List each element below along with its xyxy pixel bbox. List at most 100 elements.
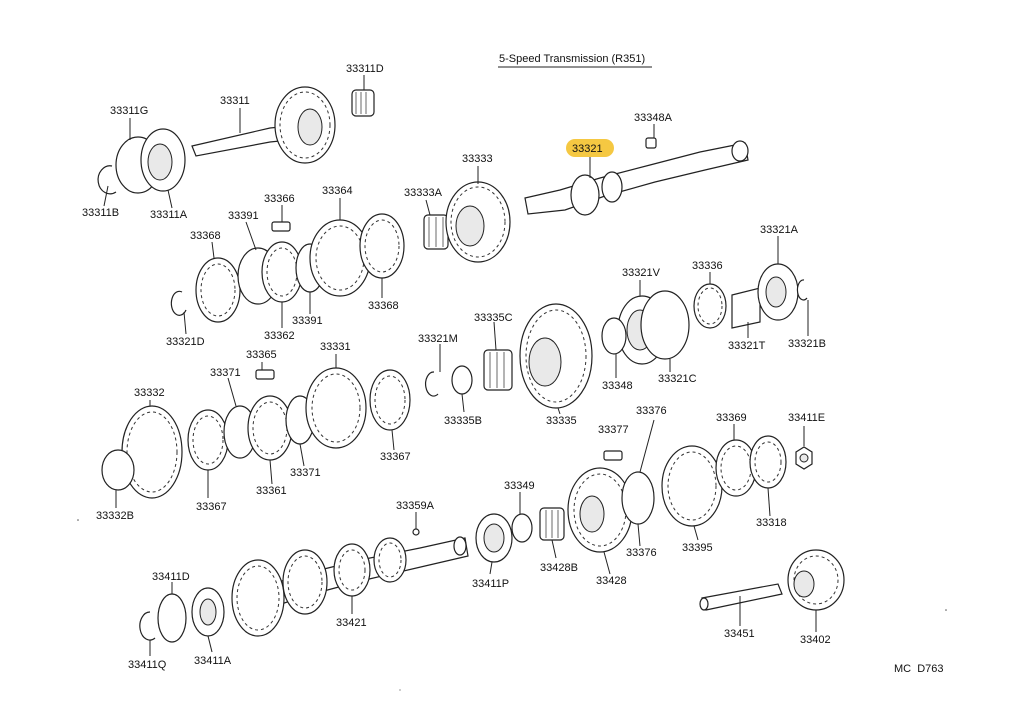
counter-gear-group bbox=[139, 536, 469, 643]
label-33332[interactable]: 33332 bbox=[134, 387, 165, 399]
label-33311G[interactable]: 33311G bbox=[110, 105, 148, 117]
label-33336[interactable]: 33336 bbox=[692, 260, 723, 272]
label-33411P[interactable]: 33411P bbox=[472, 578, 509, 590]
key-33366 bbox=[271, 221, 291, 232]
snap-ring-33311B bbox=[97, 165, 117, 195]
label-33368-a[interactable]: 33368 bbox=[190, 230, 221, 242]
washer-33349 bbox=[511, 513, 533, 543]
ring-33376 bbox=[621, 471, 655, 525]
highlight-33321 bbox=[566, 139, 614, 157]
washer-33348 bbox=[601, 317, 627, 355]
label-33311A[interactable]: 33311A bbox=[150, 209, 188, 221]
leader-lines bbox=[103, 75, 817, 656]
ring-33368-b bbox=[359, 213, 405, 279]
shaft-33451 bbox=[701, 583, 783, 611]
label-33391-a[interactable]: 33391 bbox=[228, 210, 259, 222]
label-33348[interactable]: 33348 bbox=[602, 380, 633, 392]
label-33377[interactable]: 33377 bbox=[598, 424, 629, 436]
ring-33368 bbox=[195, 257, 241, 323]
label-33367-a[interactable]: 33367 bbox=[380, 451, 411, 463]
sleeve-33331 bbox=[305, 367, 367, 449]
label-33366[interactable]: 33366 bbox=[264, 193, 295, 205]
label-33402[interactable]: 33402 bbox=[800, 634, 831, 646]
label-33335B[interactable]: 33335B bbox=[444, 415, 482, 427]
bearing-33335C bbox=[483, 349, 513, 391]
label-33369[interactable]: 33369 bbox=[716, 412, 747, 424]
key-33377 bbox=[603, 450, 623, 461]
bearing-33332B bbox=[101, 449, 135, 491]
hub-33361 bbox=[247, 395, 293, 461]
washer-33335B bbox=[451, 365, 473, 395]
label-33333A[interactable]: 33333A bbox=[404, 187, 443, 199]
label-33333[interactable]: 33333 bbox=[462, 153, 493, 165]
gear-33333-group bbox=[423, 181, 511, 263]
snap-ring-33321D bbox=[170, 290, 187, 316]
sleeve-33395 bbox=[661, 445, 723, 527]
label-33311[interactable]: 33311 bbox=[220, 95, 250, 107]
ring-33367 bbox=[187, 409, 229, 471]
label-33335C[interactable]: 33335C bbox=[474, 312, 513, 324]
label-33321T[interactable]: 33321T bbox=[728, 340, 766, 352]
reverse-idler-group bbox=[699, 549, 845, 611]
ring-33411D bbox=[157, 593, 187, 643]
spacer-33321T bbox=[731, 287, 761, 329]
label-33428B[interactable]: 33428B bbox=[540, 562, 578, 574]
snap-ring-33321B bbox=[796, 279, 808, 301]
label-33349[interactable]: 33349 bbox=[504, 480, 535, 492]
label-33411D[interactable]: 33411D bbox=[152, 571, 190, 583]
label-33321[interactable]: 33321 bbox=[572, 143, 603, 155]
input-shaft-group bbox=[97, 86, 375, 195]
synchro-group-lower bbox=[101, 367, 411, 499]
label-33361[interactable]: 33361 bbox=[256, 485, 287, 497]
label-33311B[interactable]: 33311B bbox=[82, 207, 119, 219]
label-33428[interactable]: 33428 bbox=[596, 575, 627, 587]
ball-33348A bbox=[645, 137, 657, 149]
part-labels: 33311D 33311 33311G 33311B 33311A 33348A… bbox=[82, 63, 831, 671]
label-33395[interactable]: 33395 bbox=[682, 542, 713, 554]
label-33391-b[interactable]: 33391 bbox=[292, 315, 323, 327]
gear-33336 bbox=[693, 283, 727, 329]
label-33451[interactable]: 33451 bbox=[724, 628, 755, 640]
label-33421[interactable]: 33421 bbox=[336, 617, 367, 629]
label-33332B[interactable]: 33332B bbox=[96, 510, 134, 522]
key-33365 bbox=[255, 369, 275, 380]
label-33321C[interactable]: 33321C bbox=[658, 373, 697, 385]
label-33318[interactable]: 33318 bbox=[756, 517, 787, 529]
label-33335[interactable]: 33335 bbox=[546, 415, 577, 427]
label-33376-b[interactable]: 33376 bbox=[626, 547, 657, 559]
label-33348A[interactable]: 33348A bbox=[634, 112, 673, 124]
footer-code: MC D763 bbox=[894, 663, 944, 675]
label-33411Q[interactable]: 33411Q bbox=[128, 659, 167, 671]
label-33321D[interactable]: 33321D bbox=[166, 336, 205, 348]
label-33359A[interactable]: 33359A bbox=[396, 500, 435, 512]
label-33321V[interactable]: 33321V bbox=[622, 267, 661, 279]
gear-33335-group bbox=[424, 303, 593, 409]
ring-33321C bbox=[640, 290, 690, 360]
bearing-33311D bbox=[351, 89, 375, 117]
label-33321A[interactable]: 33321A bbox=[760, 224, 799, 236]
label-33371-b[interactable]: 33371 bbox=[290, 467, 321, 479]
snap-ring-33321M bbox=[424, 371, 439, 397]
label-33376-a[interactable]: 33376 bbox=[636, 405, 667, 417]
label-33371-a[interactable]: 33371 bbox=[210, 367, 241, 379]
reverse-group bbox=[412, 435, 813, 563]
label-33331[interactable]: 33331 bbox=[320, 341, 351, 353]
label-33365[interactable]: 33365 bbox=[246, 349, 277, 361]
ball-33359A bbox=[412, 528, 420, 536]
ring-33367-b bbox=[369, 369, 411, 431]
label-33367-b[interactable]: 33367 bbox=[196, 501, 227, 513]
output-shaft-33321 bbox=[524, 137, 749, 216]
snap-ring-33411Q bbox=[139, 611, 156, 641]
label-33321B[interactable]: 33321B bbox=[788, 338, 826, 350]
label-33411E[interactable]: 33411E bbox=[788, 412, 825, 424]
label-33364[interactable]: 33364 bbox=[322, 185, 353, 197]
output-right-group bbox=[601, 263, 808, 365]
label-33411A[interactable]: 33411A bbox=[194, 655, 232, 667]
label-33311D[interactable]: 33311D bbox=[346, 63, 384, 75]
diagram-title: 5-Speed Transmission (R351) bbox=[499, 53, 645, 65]
label-33368-b[interactable]: 33368 bbox=[368, 300, 399, 312]
label-33321M[interactable]: 33321M bbox=[418, 333, 458, 345]
label-33362[interactable]: 33362 bbox=[264, 330, 295, 342]
